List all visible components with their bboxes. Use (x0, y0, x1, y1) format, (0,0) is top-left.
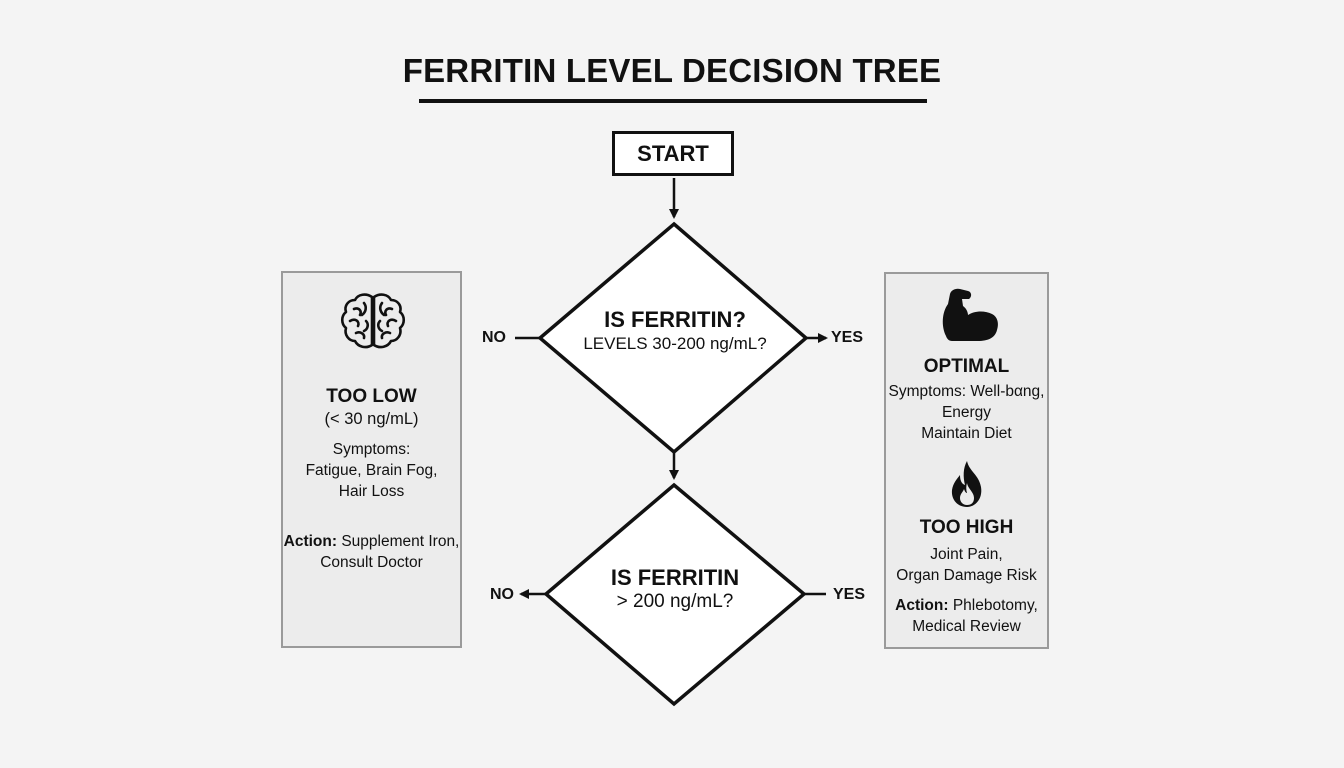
too-low-heading: TOO LOW (326, 386, 417, 407)
optimal-symptoms-line1: Symptoms: Well-bαng, (888, 383, 1045, 400)
too-low-action: Action: Supplement Iron, (283, 531, 460, 552)
too-low-action-label: Action: (283, 533, 338, 550)
too-low-range: (< 30 ng/mL) (324, 410, 419, 428)
too-low-action-line1: Supplement Iron, (337, 533, 460, 550)
too-high-symptoms-line2: Organ Damage Risk (896, 567, 1037, 584)
decision2-threshold: > 200 ng/mL? (616, 591, 734, 612)
decision1-question: IS FERRITIN? (604, 307, 746, 332)
too-low-symptoms-label: Symptoms: (332, 441, 411, 458)
decision2-yes-label: YES (833, 586, 866, 603)
too-low-symptoms-line1: Fatigue, Brain Fog, (305, 462, 438, 479)
decision2-question: IS FERRITIN (610, 565, 740, 590)
too-high-action-label: Action: (895, 597, 949, 614)
decision1-no-label: NO (482, 329, 506, 346)
optimal-symptoms-line2: Energy (941, 404, 992, 421)
too-high-action-line2: Medical Review (912, 618, 1021, 635)
decision1-text: IS FERRITIN? LEVELS 30-200 ng/mL? (560, 308, 790, 356)
too-low-panel: TOO LOW (< 30 ng/mL) Symptoms: Fatigue, … (281, 271, 462, 648)
title-underline (419, 99, 927, 103)
optimal-action: Maintain Diet (921, 425, 1012, 442)
flexed-arm-icon (938, 286, 1000, 344)
decision2-text: IS FERRITIN > 200 ng/mL? (560, 566, 790, 614)
brain-icon (340, 291, 406, 353)
fire-icon (947, 459, 987, 509)
decision2-no-label: NO (490, 586, 514, 603)
too-low-action-line2: Consult Doctor (320, 554, 423, 571)
page-title: FERRITIN LEVEL DECISION TREE (402, 52, 942, 89)
too-high-action: Action: Phlebotomy, (886, 595, 1047, 616)
too-high-heading: TOO HIGH (919, 517, 1014, 538)
decision2-diamond (543, 482, 807, 707)
decision1-range: LEVELS 30-200 ng/mL? (583, 334, 767, 353)
too-high-symptoms-line1: Joint Pain, (930, 546, 1003, 563)
too-low-symptoms-line2: Hair Loss (338, 483, 405, 500)
start-label: START (637, 140, 709, 166)
too-high-action-line1: Phlebotomy, (948, 597, 1038, 614)
start-node: START (612, 131, 734, 176)
decision1-yes-label: YES (831, 329, 864, 346)
optimal-high-panel: OPTIMAL Symptoms: Well-bαng, Energy Main… (884, 272, 1049, 649)
optimal-heading: OPTIMAL (923, 356, 1010, 377)
